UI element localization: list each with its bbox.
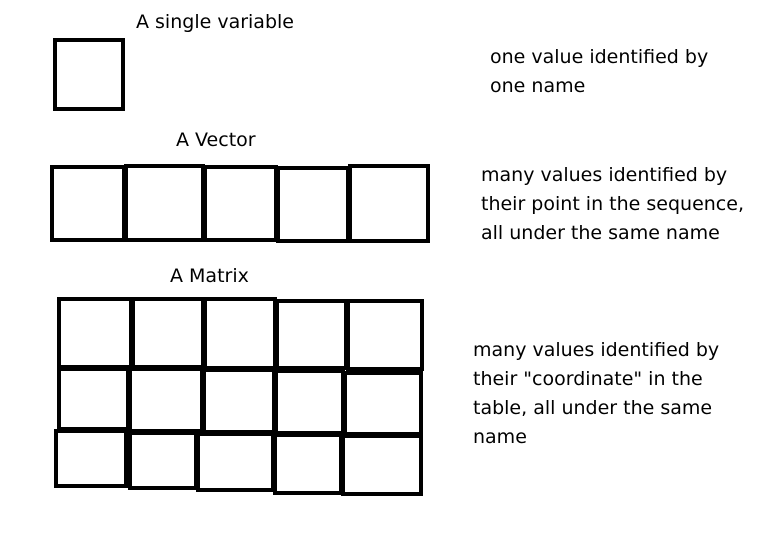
matrix-cell [202,368,276,434]
matrix-cell [57,367,130,431]
matrix-description: many values identified by their "coordin… [473,336,719,452]
vector-cell [203,165,278,242]
description-line: one name [490,75,586,97]
description-line: many values identified by [473,339,720,361]
vector-box-group [50,164,430,243]
matrix-cell [128,431,198,490]
single-variable-description: one value identified by one name [490,43,708,101]
description-line: all under the same name [481,222,720,244]
vector-cell [50,165,126,242]
matrix-cell [343,371,423,436]
matrix-cell [54,429,128,488]
matrix-cell [203,297,277,370]
matrix-cell [346,299,424,371]
matrix-cell [131,297,205,369]
matrix-cell [128,367,204,433]
description-line: their point in the sequence, [481,193,744,215]
matrix-cell [274,369,345,435]
matrix-cell [341,434,423,496]
matrix-box-group [54,297,424,496]
matrix-title: A Matrix [170,265,249,287]
vector-cell [124,164,205,242]
matrix-cell [275,299,348,370]
single-variable-cell [53,38,125,111]
description-line: one value identified by [490,46,709,68]
vector-cell [276,166,350,243]
description-line: name [473,426,527,448]
matrix-cell [196,432,275,492]
single-variable-box-group [53,38,125,111]
matrix-cell [57,297,133,369]
description-line: table, all under the same [473,397,713,419]
description-line: their "coordinate" in the [473,368,703,390]
description-line: many values identified by [481,164,728,186]
vector-title: A Vector [176,129,256,151]
vector-cell [348,164,430,243]
single-variable-title: A single variable [136,11,294,33]
vector-description: many values identified by their point in… [481,161,744,248]
matrix-cell [273,433,343,495]
